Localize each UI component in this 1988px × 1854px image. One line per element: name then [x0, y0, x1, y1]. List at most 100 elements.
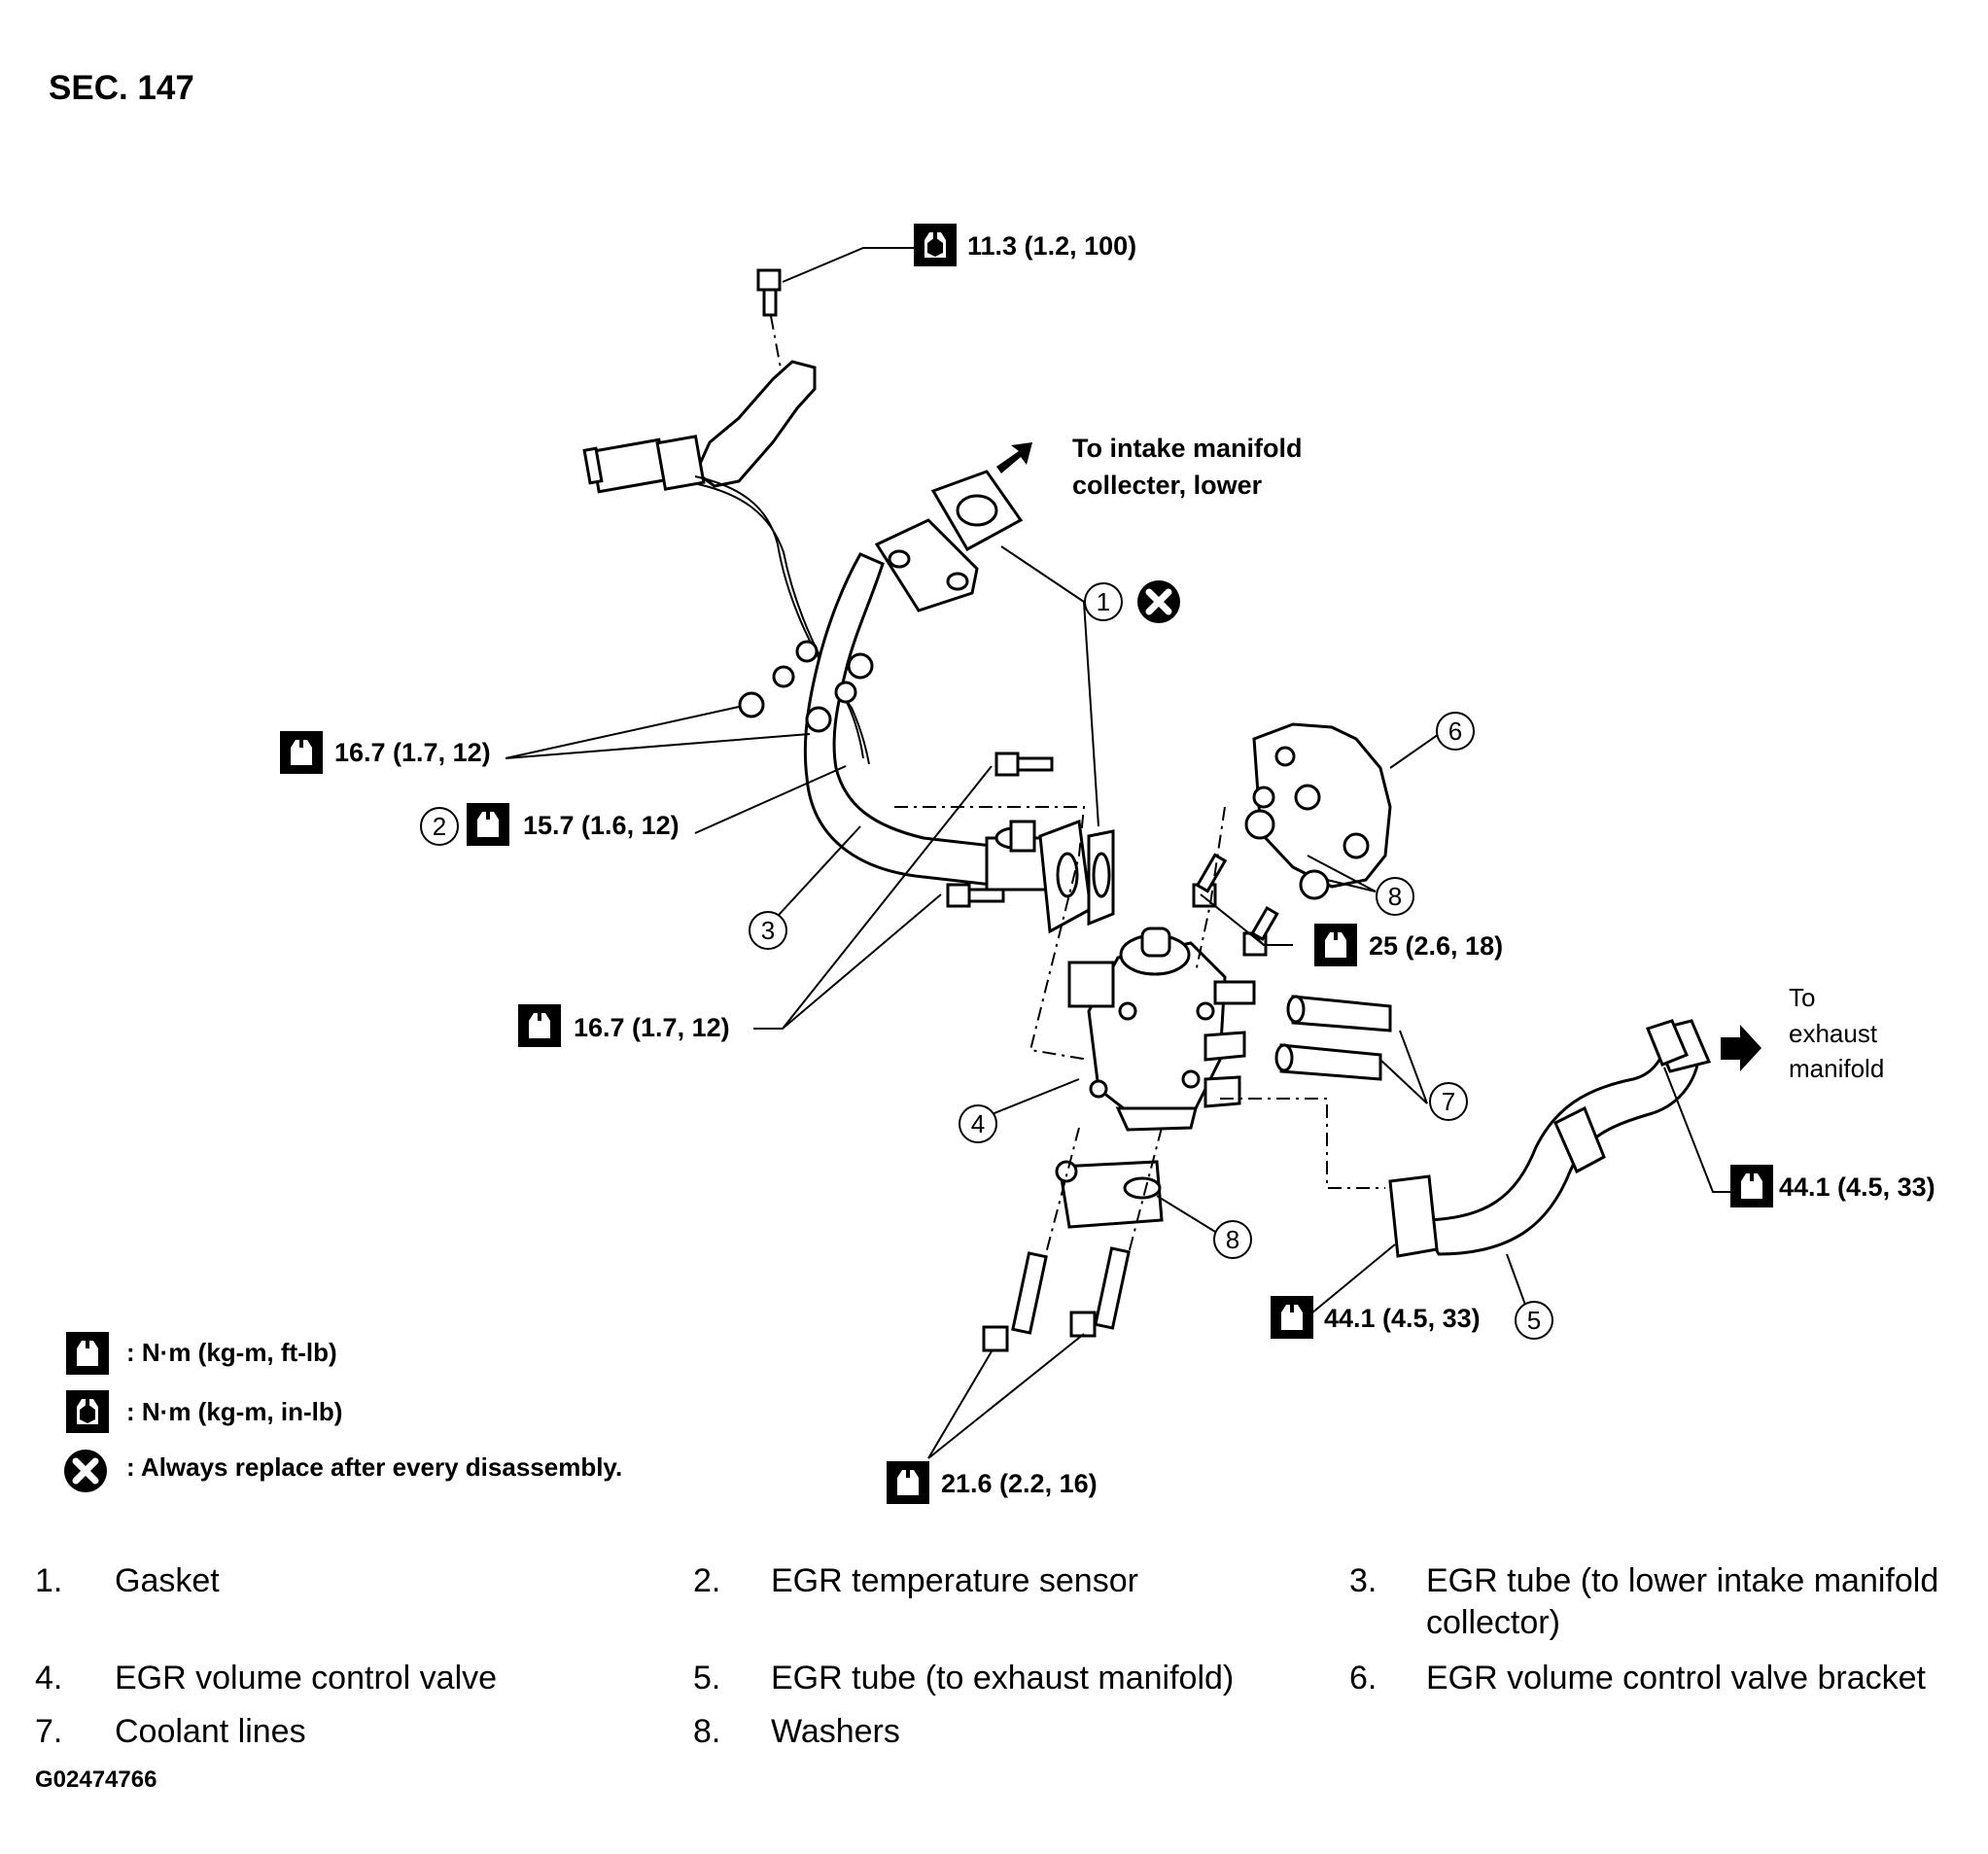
svg-text:Gasket: Gasket	[115, 1562, 220, 1599]
torque-exhaust-nut-left: 44.1 (4.5, 33)	[1271, 1296, 1481, 1339]
callout-5: 5	[1515, 1301, 1553, 1340]
arrow-right-icon	[996, 442, 1032, 473]
svg-text:44.1 (4.5, 33): 44.1 (4.5, 33)	[1324, 1304, 1481, 1333]
list-item: 4. EGR volume control valve	[35, 1660, 497, 1697]
list-item: 7. Coolant lines	[35, 1713, 306, 1750]
sensor-connector	[582, 435, 706, 494]
arrow-right-icon	[1721, 1025, 1761, 1071]
legend-nm-inlb: : N·m (kg-m, in-lb)	[126, 1397, 342, 1426]
list-item: 3. EGR tube (to lower intake manifold co…	[1349, 1562, 1938, 1641]
torque-wrench-icon	[1271, 1296, 1313, 1339]
svg-text:7.: 7.	[35, 1713, 62, 1750]
torque-wrench-icon	[1314, 924, 1357, 966]
svg-text:EGR tube (to lower intake mani: EGR tube (to lower intake manifold	[1426, 1562, 1938, 1599]
callout-6: 6	[1436, 712, 1475, 751]
list-item: 5. EGR tube (to exhaust manifold)	[693, 1660, 1234, 1697]
replace-x-icon	[64, 1450, 107, 1492]
svg-text:collector): collector)	[1426, 1604, 1560, 1641]
legend-replace: : Always replace after every disassembly…	[126, 1452, 622, 1482]
torque-lower-bolts: 21.6 (2.2, 16)	[887, 1461, 1098, 1504]
callout-1: 1	[1084, 580, 1180, 623]
torque-wrench-icon	[66, 1332, 109, 1375]
callout-4: 4	[959, 1104, 997, 1143]
svg-text:2.: 2.	[693, 1562, 720, 1599]
note-exhaust-2: exhaust	[1789, 1019, 1878, 1048]
note-intake-1: To intake manifold	[1072, 434, 1303, 463]
coolant-lines	[1274, 995, 1392, 1081]
svg-text:3.: 3.	[1349, 1562, 1377, 1599]
legend: : N·m (kg-m, ft-lb) : N·m (kg-m, in-lb) …	[64, 1332, 622, 1492]
leader-lines	[505, 247, 1734, 1459]
lower-bolts	[982, 1127, 1163, 1352]
svg-text:7: 7	[1442, 1087, 1455, 1116]
egr-tube-3	[803, 552, 994, 887]
svg-text:4: 4	[971, 1109, 985, 1138]
svg-text:1: 1	[1097, 587, 1110, 616]
list-item: 1. Gasket	[35, 1562, 220, 1599]
svg-text:8.: 8.	[693, 1713, 720, 1750]
egr-valve	[1067, 927, 1256, 1132]
torque-sensor: 15.7 (1.6, 12)	[467, 803, 680, 846]
svg-text:Coolant lines: Coolant lines	[115, 1713, 306, 1750]
callout-3: 3	[749, 911, 787, 950]
callout-8-upper: 8	[1376, 877, 1414, 916]
section-title: SEC. 147	[49, 69, 194, 107]
callout-8-lower: 8	[1213, 1220, 1252, 1259]
list-item: 2. EGR temperature sensor	[693, 1562, 1138, 1599]
svg-text:11.3 (1.2, 100): 11.3 (1.2, 100)	[967, 231, 1136, 261]
torque-wrench-icon	[280, 731, 323, 774]
svg-text:2: 2	[433, 812, 446, 841]
svg-text:6.: 6.	[1349, 1660, 1377, 1697]
torque-wrench-inlb-icon	[914, 224, 957, 266]
nuts-washers	[738, 640, 874, 733]
note-exhaust-1: To	[1789, 983, 1815, 1012]
svg-text:3: 3	[761, 916, 775, 945]
figure-id: G02474766	[35, 1767, 157, 1793]
sensor-bracket	[694, 360, 817, 488]
note-intake-2: collecter, lower	[1072, 471, 1263, 500]
callout-2: 2	[420, 807, 459, 846]
torque-wrench-inlb-icon	[66, 1390, 109, 1433]
svg-text:5: 5	[1527, 1306, 1541, 1335]
callout-7: 7	[1429, 1082, 1468, 1121]
svg-text:6: 6	[1448, 717, 1462, 746]
egr-drawing	[505, 247, 1761, 1459]
list-item: 6. EGR volume control valve bracket	[1349, 1660, 1927, 1697]
torque-wrench-icon	[887, 1461, 929, 1504]
torque-wrench-icon	[518, 1004, 561, 1047]
torque-top-bolt: 11.3 (1.2, 100)	[914, 224, 1136, 266]
svg-text:1.: 1.	[35, 1562, 62, 1599]
svg-text:8: 8	[1388, 882, 1402, 911]
svg-text:EGR volume control valve: EGR volume control valve	[115, 1660, 497, 1697]
egr-tube-5	[1388, 1019, 1712, 1258]
replace-x-icon	[1137, 580, 1180, 623]
svg-text:EGR tube (to exhaust manifold): EGR tube (to exhaust manifold)	[771, 1660, 1234, 1697]
svg-text:5.: 5.	[693, 1660, 720, 1697]
svg-text:16.7 (1.7, 12): 16.7 (1.7, 12)	[574, 1013, 730, 1042]
svg-text:EGR temperature sensor: EGR temperature sensor	[771, 1562, 1138, 1599]
svg-text:15.7 (1.6, 12): 15.7 (1.6, 12)	[523, 811, 680, 840]
svg-text:16.7 (1.7, 12): 16.7 (1.7, 12)	[334, 738, 491, 767]
sensor-wire	[694, 475, 864, 759]
note-exhaust-3: manifold	[1789, 1054, 1884, 1083]
svg-text:44.1 (4.5, 33): 44.1 (4.5, 33)	[1779, 1172, 1936, 1202]
legend-nm-ftlb: : N·m (kg-m, ft-lb)	[126, 1338, 337, 1367]
svg-text:8: 8	[1226, 1225, 1239, 1254]
flange-bolts	[946, 752, 1054, 908]
torque-flange-bolts: 16.7 (1.7, 12)	[518, 1004, 730, 1047]
torque-wrench-icon	[1730, 1165, 1773, 1207]
top-bolt	[756, 268, 785, 385]
svg-text:4.: 4.	[35, 1660, 62, 1697]
svg-text:EGR volume control valve brack: EGR volume control valve bracket	[1426, 1660, 1927, 1697]
bracket-bolts	[1192, 853, 1279, 957]
svg-text:25 (2.6, 18): 25 (2.6, 18)	[1369, 931, 1503, 961]
torque-bracket-bolts: 25 (2.6, 18)	[1314, 924, 1503, 966]
svg-text:21.6 (2.2, 16): 21.6 (2.2, 16)	[941, 1469, 1098, 1498]
list-item: 8. Washers	[693, 1713, 900, 1750]
torque-wrench-icon	[467, 803, 509, 846]
svg-text:Washers: Washers	[771, 1713, 900, 1750]
torque-exhaust-nut-right: 44.1 (4.5, 33)	[1730, 1165, 1936, 1207]
torque-nuts: 16.7 (1.7, 12)	[280, 731, 491, 774]
parts-list: 1. Gasket 2. EGR temperature sensor 3. E…	[35, 1562, 1938, 1750]
